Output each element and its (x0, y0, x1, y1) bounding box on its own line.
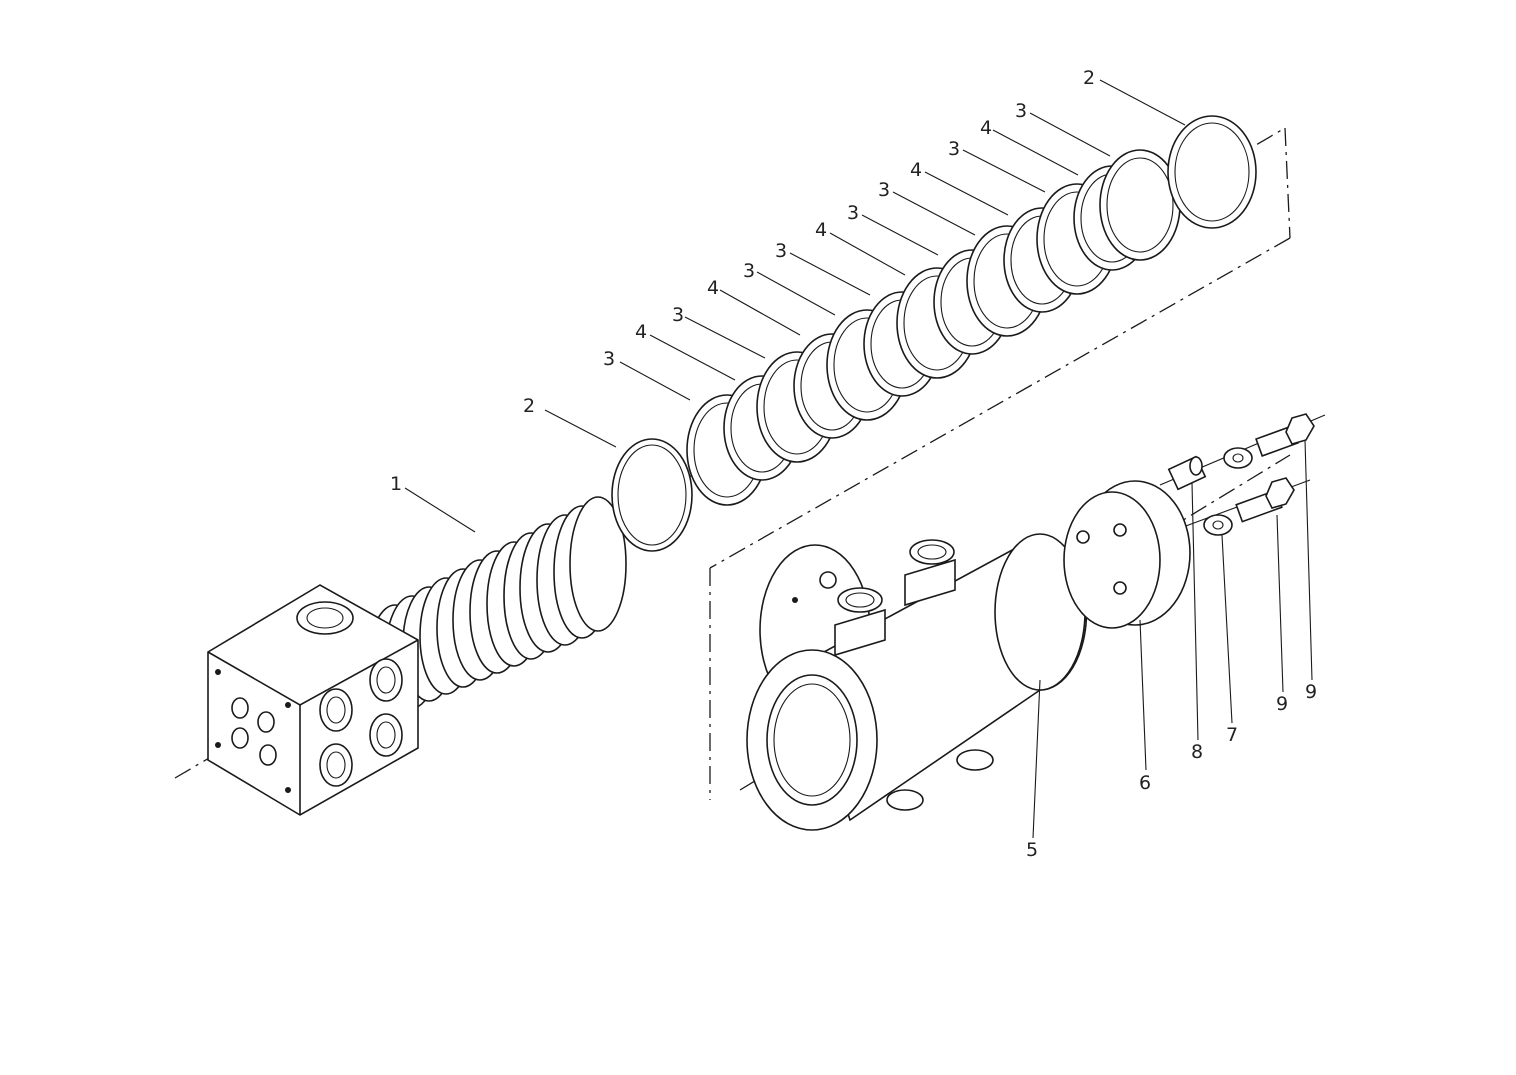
leader-lines (404, 79, 1313, 839)
callout-part-3-e: 3 (847, 202, 859, 224)
callout-part-3-f: 3 (878, 179, 890, 201)
part-6-end-plate (1063, 480, 1191, 629)
part-2-left-ring (611, 438, 693, 552)
callout-part-9-b: 9 (1305, 681, 1317, 703)
part-2-right-ring (1167, 115, 1257, 229)
callout-part-3-c: 3 (743, 260, 755, 282)
callout-part-6: 6 (1139, 772, 1151, 794)
hose-fitting-left (834, 587, 886, 657)
part-7-washers (1203, 447, 1253, 536)
callout-part-4-d: 4 (910, 159, 922, 181)
callout-part-7: 7 (1226, 724, 1238, 746)
callout-part-4-e: 4 (980, 117, 992, 139)
seal-ring-stack (686, 149, 1181, 506)
callout-part-8: 8 (1191, 741, 1203, 763)
callout-part-2-right: 2 (1083, 67, 1095, 89)
callout-part-2-left: 2 (523, 395, 535, 417)
callout-part-4-c: 4 (815, 219, 827, 241)
part-8-nipple (1167, 455, 1207, 491)
part-1-valve-block (207, 496, 627, 816)
callout-part-1: 1 (390, 473, 402, 495)
callout-part-4-a: 4 (635, 321, 647, 343)
hose-fitting-right (904, 539, 956, 607)
callout-part-3-g: 3 (948, 138, 960, 160)
callout-part-3-b: 3 (672, 304, 684, 326)
callout-part-3-h: 3 (1015, 100, 1027, 122)
callout-part-9-a: 9 (1276, 693, 1288, 715)
callout-part-5: 5 (1026, 839, 1038, 861)
callout-part-4-b: 4 (707, 277, 719, 299)
callout-labels: 1 2 3 4 3 4 3 3 4 3 3 4 3 4 3 2 5 6 8 7 … (390, 67, 1317, 861)
part-9-bolts (1235, 413, 1315, 523)
callout-part-3-d: 3 (775, 240, 787, 262)
callout-part-3-a: 3 (603, 348, 615, 370)
